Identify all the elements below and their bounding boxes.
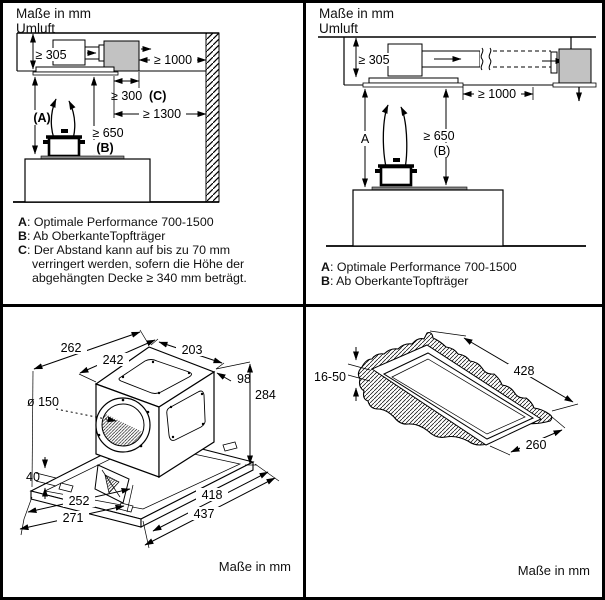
dim-300-key: (C)	[149, 89, 166, 103]
panel2-header: Maße in mm Umluft	[319, 6, 394, 36]
quadrant-grid: ≥ 305 ≥ 1000 ≥ 300 (C) ≥ 1300 (A) ≥ 650	[3, 3, 602, 597]
hood-unit	[32, 39, 152, 76]
duct-opening-hatch	[102, 409, 144, 446]
note-line: B: Ab OberkanteTopfträger	[18, 229, 166, 243]
hood-panel	[368, 77, 459, 84]
umluft-wall-diagram: ≥ 305 ≥ 1000 ≥ 300 (C) ≥ 1300 (A) ≥ 650	[13, 32, 220, 203]
frame-opening	[382, 352, 535, 440]
blower-box	[387, 43, 423, 77]
mounting-tab	[222, 441, 238, 452]
panel-umluft-wall-outlet: ≥ 305 ≥ 1000 ≥ 300 (C) ≥ 1300 (A) ≥ 650	[3, 3, 303, 304]
dim-262-label: 262	[61, 341, 82, 355]
dimension-annotations: ≥ 305 ≥ 1000 ≥ 300 (C) ≥ 1300 (A) ≥ 650	[28, 33, 207, 155]
side-cutout	[166, 390, 206, 441]
frame-opening-inner-edge	[391, 358, 526, 435]
remote-outlet-box	[558, 48, 592, 84]
pot-handle-right	[412, 169, 417, 173]
cooktop-scene	[24, 98, 151, 203]
dim-40-label: 40	[26, 470, 40, 484]
outlet-ceiling-plate	[552, 82, 597, 88]
dim-line-98	[216, 372, 232, 382]
diameter-leader-line	[55, 408, 117, 423]
umluft-remote-diagram: ≥ 305 ≥ 1000 A ≥ 650 (B)	[318, 36, 597, 247]
dim-B-label: (B)	[96, 141, 113, 155]
dim-1000-label: ≥ 1000	[478, 87, 516, 101]
duct-flange	[98, 44, 105, 62]
ceiling-cutout-frame	[357, 332, 553, 446]
duct-break-left	[480, 47, 484, 71]
hood-panel	[35, 66, 115, 73]
note-line: A: Optimale Performance 700-1500	[18, 215, 214, 229]
dim-1000-label: ≥ 1000	[154, 53, 192, 67]
units-title: Maße in mm	[16, 6, 92, 21]
dim-16-50-label: 16-50	[314, 370, 346, 384]
dim-305-label: ≥ 305	[35, 48, 66, 62]
cooktop-scene	[352, 104, 504, 247]
panel1-notes: A: Optimale Performance 700-1500 B: Ab O…	[18, 215, 247, 285]
ceiling-frame-drawing: 16-50 428 260	[314, 330, 579, 456]
pot-lid-knob	[393, 158, 400, 162]
note-line: B: Ab OberkanteTopfträger	[321, 274, 469, 288]
dim-A-label: A	[361, 132, 370, 146]
dim-1300-label: ≥ 1300	[143, 107, 181, 121]
air-outlet-box	[103, 40, 140, 72]
dim-437-label: 437	[194, 507, 215, 521]
duct-break-right	[488, 47, 492, 71]
dim-diameter-label: ø 150	[27, 395, 59, 409]
pot-body	[47, 136, 81, 158]
dim-428-label: 428	[514, 364, 535, 378]
note-line: A: Optimale Performance 700-1500	[321, 260, 517, 274]
mode-label: Umluft	[16, 21, 56, 36]
dimension-annotations: 262 242 203 98 284 ø 150 40	[19, 329, 280, 549]
pot-handle-right	[80, 140, 85, 144]
dim-300-label: ≥ 300	[111, 89, 142, 103]
panel-unit-dimensions: 262 242 203 98 284 ø 150 40	[3, 307, 303, 597]
dim-98-label: 98	[237, 372, 251, 386]
dim-A-label: (A)	[33, 111, 50, 125]
hood-panel-frame	[362, 82, 464, 88]
dimension-annotations: ≥ 305 ≥ 1000 A ≥ 650 (B)	[353, 37, 534, 188]
dim-203-label: 203	[182, 343, 203, 357]
kitchen-island	[24, 158, 151, 203]
units-title: Maße in mm	[319, 6, 395, 21]
hood-unit	[362, 43, 597, 102]
note-line: C: Der Abstand kann auf bis zu 70 mm	[18, 243, 231, 257]
panel2-notes: A: Optimale Performance 700-1500 B: Ab O…	[321, 260, 517, 288]
wall-hatch	[205, 32, 220, 203]
dim-284-label: 284	[255, 388, 276, 402]
mode-label: Umluft	[319, 21, 359, 36]
dim-305-label: ≥ 305	[358, 53, 389, 67]
pot-lid-knob	[61, 129, 68, 133]
pot-body	[379, 165, 413, 187]
pot-handle-left	[375, 169, 380, 173]
dim-650-label: ≥ 650	[92, 126, 123, 140]
note-line: verringert werden, sofern die Höhe der	[32, 257, 245, 271]
dimension-annotations: 16-50 428 260	[314, 330, 579, 456]
dim-260-label: 260	[526, 438, 547, 452]
dim-650-label: ≥ 650	[423, 129, 454, 143]
unit-3d-drawing: 262 242 203 98 284 ø 150 40	[19, 329, 280, 549]
dim-252-label: 252	[69, 494, 90, 508]
pot-handle-left	[43, 140, 48, 144]
hood-panel-frame	[32, 71, 119, 76]
duct-flange	[550, 51, 558, 74]
dim-B-label: (B)	[434, 144, 451, 158]
kitchen-island	[352, 189, 504, 247]
panel1-header: Maße in mm Umluft	[16, 6, 91, 36]
panel-ceiling-frame: 16-50 428 260 Maße in mm	[306, 307, 602, 597]
units-label: Maße in mm	[218, 559, 291, 574]
dim-242-label: 242	[103, 353, 124, 367]
panel-umluft-remote-outlet: ≥ 305 ≥ 1000 A ≥ 650 (B)	[306, 3, 602, 304]
units-label: Maße in mm	[517, 563, 590, 578]
dim-271-label: 271	[63, 511, 84, 525]
dim-418-label: 418	[202, 488, 223, 502]
note-line: abgehängten Decke ≥ 340 mm beträgt.	[32, 271, 247, 285]
